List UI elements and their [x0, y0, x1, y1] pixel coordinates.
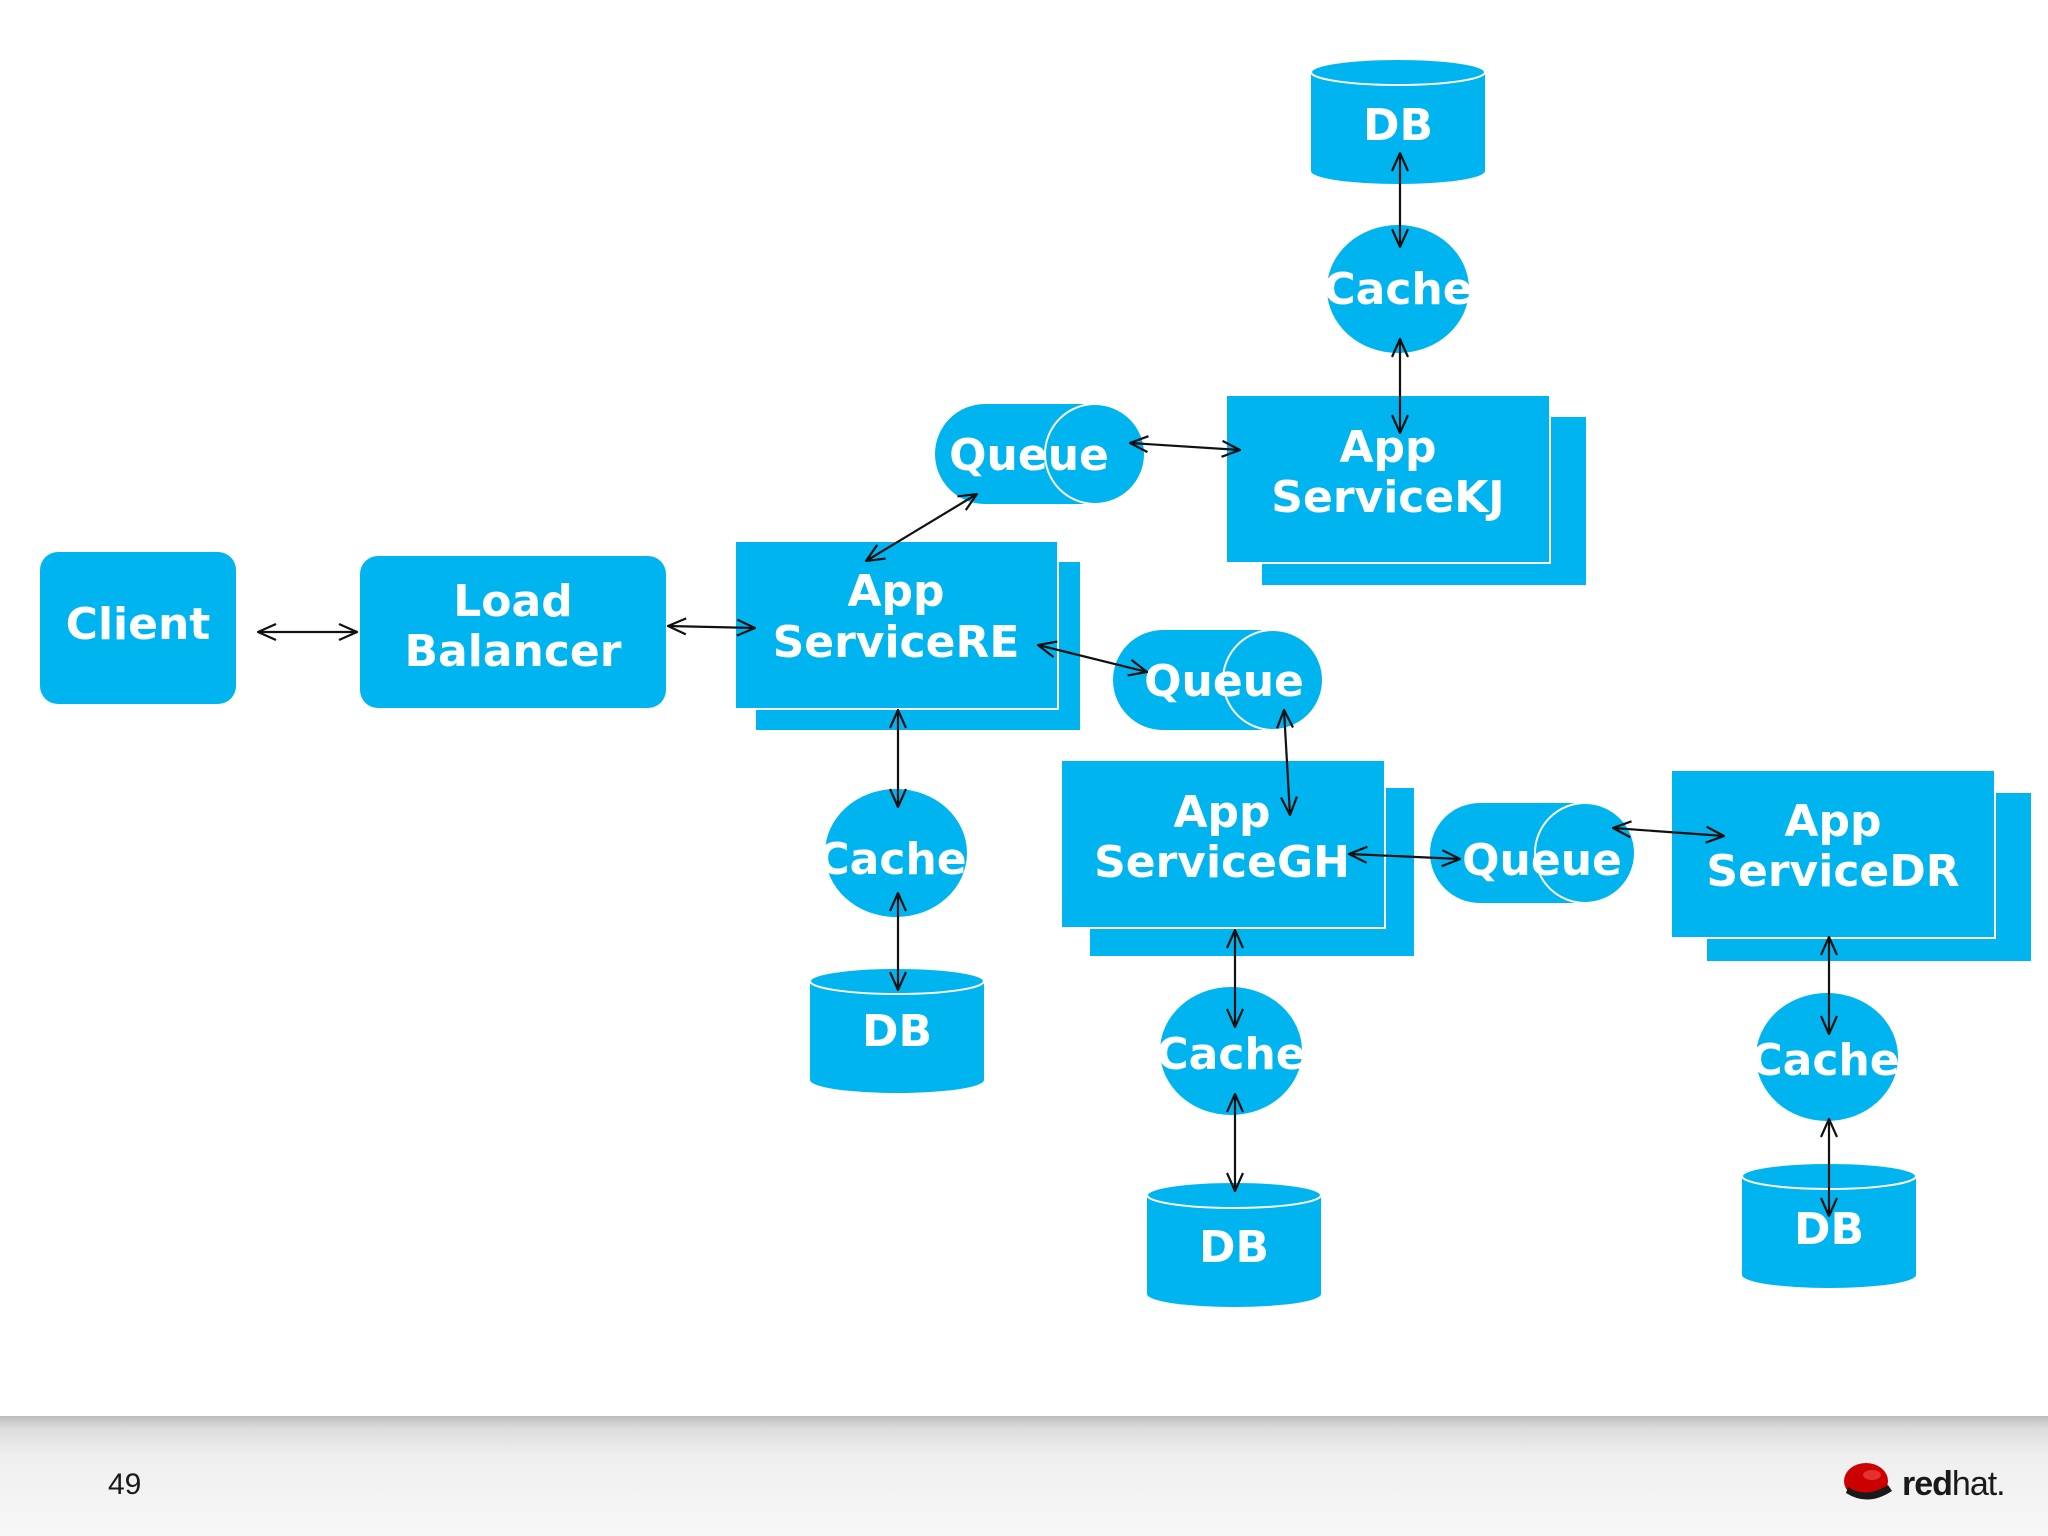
db-kj: DB — [1310, 58, 1486, 184]
cache-gh: Cache — [1156, 987, 1306, 1115]
edge-service-gh-queue3 — [1349, 854, 1460, 859]
db-re-label: DB — [862, 1006, 932, 1057]
logo-text-bold: red — [1902, 1465, 1953, 1503]
queue-re-gh: Queue — [1113, 629, 1324, 731]
queue-re-kj: Queue — [935, 403, 1146, 505]
app-service-dr-node: App ServiceDR — [1670, 769, 2031, 961]
load-balancer-label-line1: Load — [453, 576, 572, 627]
cache-gh-label: Cache — [1156, 1029, 1305, 1080]
page-number: 49 — [108, 1468, 142, 1501]
service-re-label-line1: App — [847, 566, 944, 617]
db-kj-label: DB — [1363, 100, 1433, 151]
queue-gh-dr: Queue — [1430, 802, 1636, 904]
service-gh-label-line1: App — [1173, 787, 1270, 838]
redhat-wordmark: redhat. — [1902, 1465, 2006, 1504]
service-kj-label-line2: ServiceKJ — [1271, 472, 1504, 523]
service-dr-label-line2: ServiceDR — [1706, 846, 1959, 897]
service-gh-label-line2: ServiceGH — [1094, 837, 1350, 888]
edge-lb-service-re — [668, 626, 755, 628]
load-balancer-node: Load Balancer — [360, 556, 666, 708]
service-kj-label-line1: App — [1339, 422, 1436, 473]
queue-re-kj-label: Queue — [949, 430, 1109, 481]
cache-dr: Cache — [1750, 993, 1900, 1121]
cache-re-label: Cache — [817, 834, 966, 885]
db-gh: DB — [1146, 1181, 1322, 1307]
footer-bar — [0, 1416, 2048, 1536]
cache-kj: Cache — [1323, 225, 1473, 353]
redhat-logo: redhat. — [1842, 1455, 2022, 1513]
app-service-kj-node: App ServiceKJ — [1225, 394, 1586, 585]
edge-service-re-queue1 — [866, 494, 977, 561]
redhat-shadowman-icon — [1844, 1463, 1892, 1500]
edge-queue1-service-kj — [1130, 443, 1240, 450]
db-re: DB — [809, 967, 985, 1093]
edge-queue3-service-dr — [1613, 828, 1724, 836]
edge-service-re-queue2 — [1038, 645, 1147, 672]
cache-re: Cache — [817, 789, 967, 917]
queue-gh-dr-label: Queue — [1462, 835, 1622, 886]
db-gh-label: DB — [1199, 1222, 1269, 1273]
cache-kj-label: Cache — [1323, 264, 1472, 315]
app-service-gh-node: App ServiceGH — [1060, 759, 1414, 956]
client-node: Client — [40, 552, 236, 704]
logo-text-light: hat. — [1951, 1465, 2006, 1503]
service-dr-label-line1: App — [1784, 796, 1881, 847]
load-balancer-label-line2: Balancer — [405, 626, 622, 677]
queue-re-gh-label: Queue — [1144, 656, 1304, 707]
connectors — [258, 153, 1829, 1216]
edge-queue2-service-gh — [1284, 710, 1290, 815]
app-service-re-node: App ServiceRE — [734, 540, 1080, 730]
client-label: Client — [66, 599, 211, 650]
cache-dr-label: Cache — [1750, 1035, 1899, 1086]
service-re-label-line2: ServiceRE — [773, 617, 1020, 668]
